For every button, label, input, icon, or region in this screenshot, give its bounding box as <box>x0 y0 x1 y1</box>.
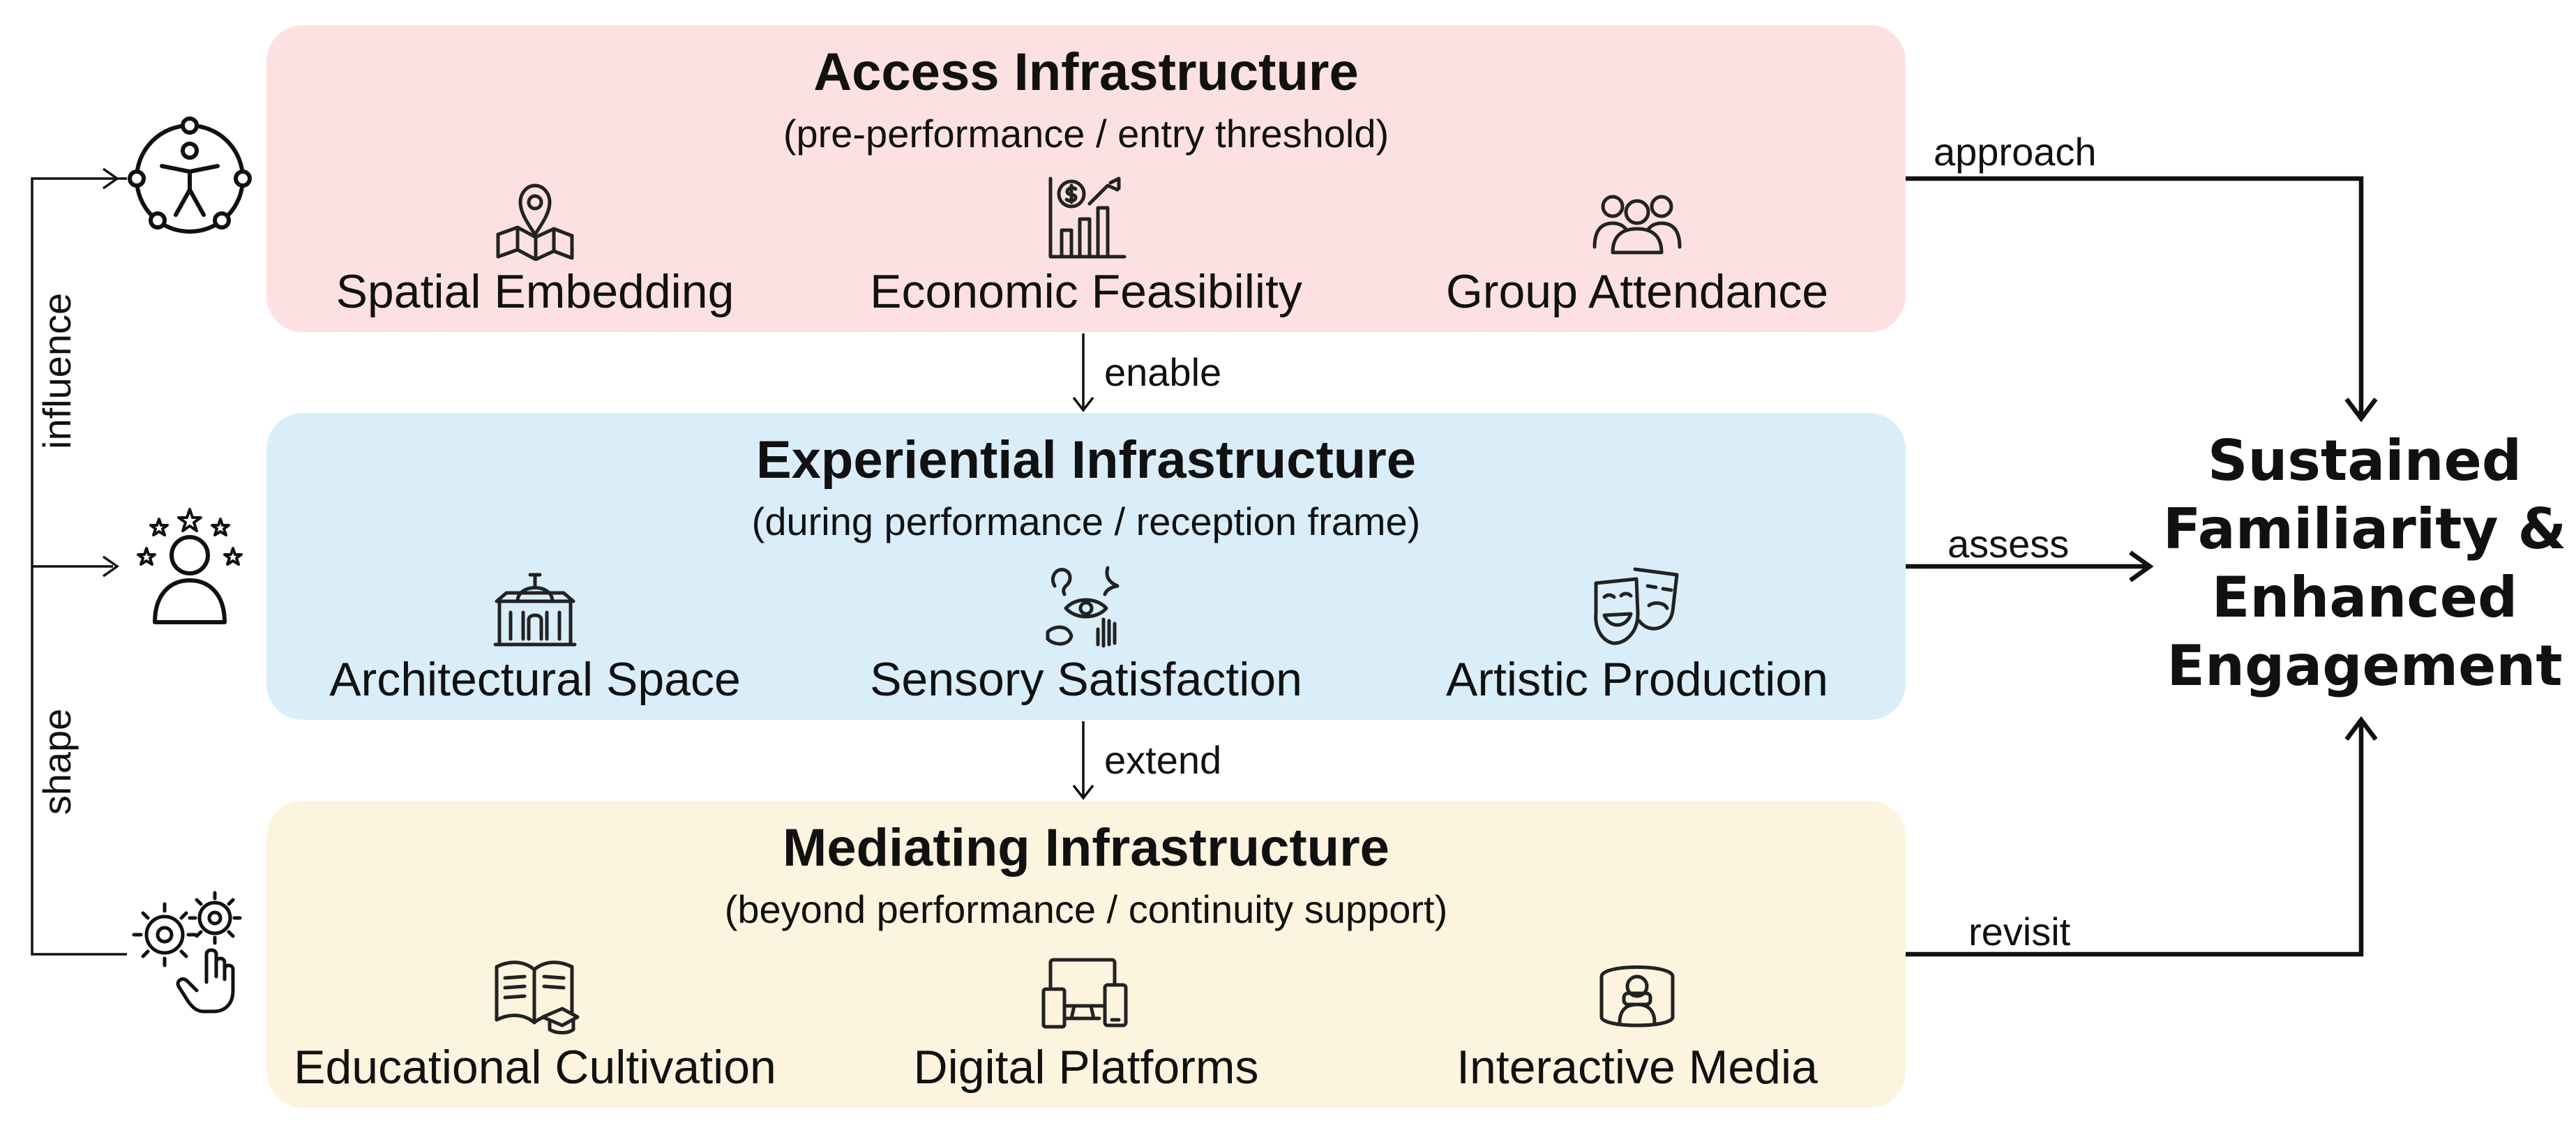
outcome-line-2: Familiarity & <box>2162 497 2567 562</box>
interactive-media-item: Interactive Media <box>1372 950 1902 1091</box>
sensory-satisfaction-label: Sensory Satisfaction <box>870 653 1302 706</box>
map-pin-icon <box>496 183 574 261</box>
revisit-label: revisit <box>1968 910 2071 954</box>
educational-cultivation-label: Educational Cultivation <box>294 1041 776 1094</box>
educational-cultivation-item: Educational Cultivation <box>270 950 800 1091</box>
devices-icon <box>1041 958 1128 1029</box>
economic-feasibility-item: Economic Feasibility <box>821 174 1351 315</box>
outcome-line-4: Engagement <box>2167 633 2563 698</box>
mediating-infrastructure-panel: Mediating Infrastructure (beyond perform… <box>266 801 1906 1108</box>
price-chart-icon <box>1048 176 1127 259</box>
assess-label: assess <box>1948 522 2070 566</box>
influence-label: influence <box>35 292 79 449</box>
approach-arrow <box>1906 176 2364 417</box>
experiential-subtitle: (during performance / reception frame) <box>751 499 1421 543</box>
extend-label: extend <box>1104 738 1222 782</box>
vr-headset-icon <box>1599 965 1675 1027</box>
group-attendance-item: Group Attendance <box>1372 174 1902 315</box>
interactive-media-label: Interactive Media <box>1456 1041 1818 1094</box>
digital-platforms-item: Digital Platforms <box>821 950 1351 1091</box>
economic-feasibility-label: Economic Feasibility <box>870 265 1302 318</box>
spatial-embedding-item: Spatial Embedding <box>270 174 800 315</box>
theater-masks-icon <box>1594 567 1679 645</box>
star-person-icon <box>137 508 243 624</box>
access-title: Access Infrastructure <box>813 43 1359 102</box>
accessibility-icon <box>128 116 252 234</box>
artistic-production-label: Artistic Production <box>1446 653 1828 706</box>
group-attendance-label: Group Attendance <box>1445 265 1829 318</box>
access-subtitle: (pre-performance / entry threshold) <box>783 112 1389 156</box>
architectural-space-item: Architectural Space <box>270 562 800 703</box>
spatial-embedding-label: Spatial Embedding <box>336 265 735 318</box>
mediating-subtitle: (beyond performance / continuity support… <box>724 887 1448 931</box>
senses-icon <box>1046 566 1120 648</box>
sensory-satisfaction-item: Sensory Satisfaction <box>821 562 1351 703</box>
revisit-arrow <box>1906 723 2364 957</box>
artistic-production-item: Artistic Production <box>1372 562 1902 703</box>
gears-hand-icon <box>132 891 242 1014</box>
influence-arrowhead <box>102 167 120 190</box>
digital-platforms-label: Digital Platforms <box>913 1041 1259 1094</box>
mediating-title: Mediating Infrastructure <box>783 818 1389 878</box>
experiential-title: Experiential Infrastructure <box>755 430 1417 490</box>
outcome-line-3: Enhanced <box>2211 565 2518 630</box>
outcome-line-1: Sustained <box>2207 428 2522 493</box>
shape-arrowhead <box>102 555 120 578</box>
group-people-icon <box>1592 195 1682 255</box>
experiential-infrastructure-panel: Experiential Infrastructure (during perf… <box>266 413 1906 720</box>
shape-label: shape <box>35 708 79 815</box>
approach-label: approach <box>1934 130 2097 174</box>
open-book-icon <box>495 961 580 1034</box>
enable-label: enable <box>1104 350 1222 394</box>
theater-building-icon <box>493 573 577 647</box>
access-infrastructure-panel: Access Infrastructure (pre-performance /… <box>266 25 1906 332</box>
architectural-space-label: Architectural Space <box>329 653 741 706</box>
outcome-text: Sustained Familiarity & Enhanced Engagem… <box>2127 427 2576 700</box>
